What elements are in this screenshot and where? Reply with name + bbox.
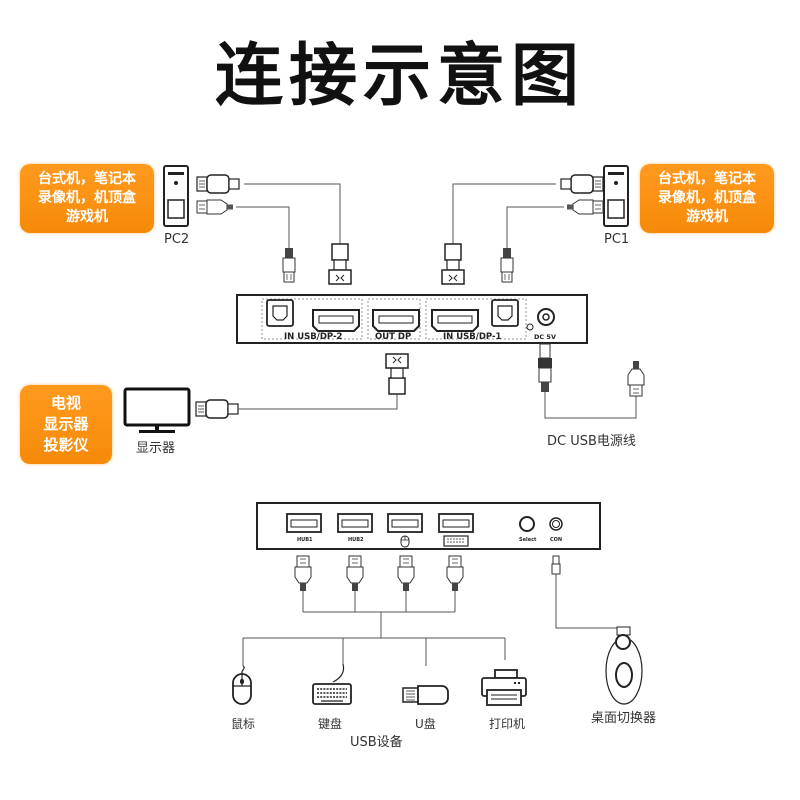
power-usb-plug-icon	[627, 360, 645, 397]
device-label-keyboard: 键盘	[318, 717, 343, 731]
pc2-usb-plug-icon	[196, 199, 234, 215]
pc2-dp-connector-icon	[328, 243, 352, 285]
pc1-dp-connector-icon	[441, 243, 465, 285]
hub2-usb-port	[337, 513, 373, 533]
pc1-usb-b-connector-icon	[500, 247, 514, 283]
port-label-dc: DC 5V	[534, 333, 556, 341]
printer-icon	[481, 669, 527, 706]
usb-bus-lines	[242, 591, 506, 666]
kvm-front-panel: IN USB/DP-2 OUT DP IN USB/DP-1 DC 5V	[236, 294, 588, 344]
usb-plug-icon	[446, 555, 464, 592]
in1-usb-b-port	[491, 299, 519, 327]
out-dp-port	[372, 309, 420, 332]
port-label-hub2: HUB2	[348, 537, 364, 543]
pc2-tower-icon	[163, 165, 189, 227]
device-label-usb-drive: U盘	[415, 717, 436, 731]
kvm-back-panel: HUB1 HUB2 Select CON	[256, 502, 601, 550]
mouse-port-icon	[400, 535, 410, 548]
device-label-mouse: 鼠标	[231, 717, 256, 731]
usb-plug-icon	[346, 555, 364, 592]
badge-right-pc-types: 台式机，笔记本 录像机，机顶盒 游戏机	[640, 164, 774, 233]
keyboard-icon	[312, 663, 352, 705]
desk-switch-label: 桌面切换器	[591, 711, 657, 726]
con-port	[549, 517, 563, 531]
badge-line: 游戏机	[66, 209, 108, 225]
dc-usb-power-cable	[538, 343, 637, 419]
power-cable-label: DC USB电源线	[547, 434, 636, 449]
in1-dp-port	[431, 309, 479, 332]
badge-line: 录像机，机顶盒	[658, 190, 756, 206]
mouse-usb-port	[387, 513, 423, 533]
pc1-dp-plug-icon	[560, 174, 604, 194]
badge-line: 投影仪	[43, 436, 89, 454]
pc1-tower-icon	[603, 165, 629, 227]
keyboard-usb-port	[438, 513, 474, 533]
desk-switch-icon	[605, 626, 643, 705]
badge-line: 显示器	[43, 415, 89, 433]
in2-usb-b-port	[266, 299, 294, 327]
badge-line: 游戏机	[686, 209, 728, 225]
usb-drive-icon	[402, 685, 449, 705]
port-label-in1: IN USB/DP-1	[443, 332, 502, 342]
desk-switch-cable	[551, 555, 618, 629]
pc2-dp-plug-icon	[196, 174, 240, 194]
in2-dp-port	[312, 309, 360, 332]
port-label-hub1: HUB1	[297, 537, 313, 543]
mouse-icon	[232, 665, 252, 705]
pc2-label: PC2	[164, 232, 190, 247]
badge-line: 录像机，机顶盒	[38, 190, 136, 206]
monitor-dp-cable	[238, 393, 398, 410]
port-label-con: CON	[550, 537, 562, 543]
pc2-dp-cable	[244, 183, 341, 244]
pc2-usb-cable	[236, 206, 290, 250]
keyboard-port-icon	[443, 535, 469, 547]
badge-display-types: 电视 显示器 投影仪	[20, 385, 112, 464]
pc1-label: PC1	[604, 232, 630, 247]
monitor-dp-plug-icon	[195, 399, 239, 419]
badge-line: 电视	[50, 394, 81, 412]
led-indicator	[526, 323, 534, 331]
hub-usb-plugs	[294, 555, 464, 592]
out-dp-connector-icon	[385, 353, 409, 395]
usb-devices-label: USB设备	[350, 735, 403, 750]
monitor-label: 显示器	[136, 441, 176, 456]
monitor-icon	[123, 387, 191, 433]
badge-line: 台式机，笔记本	[38, 171, 136, 187]
usb-plug-icon	[397, 555, 415, 592]
usb-plug-icon	[294, 555, 312, 592]
select-button[interactable]	[519, 516, 535, 532]
dc-5v-port	[537, 308, 555, 326]
pc1-dp-cable	[452, 183, 556, 244]
port-label-in2: IN USB/DP-2	[284, 332, 343, 342]
hub1-usb-port	[286, 513, 322, 533]
pc1-usb-plug-icon	[566, 199, 604, 215]
pc1-usb-cable	[506, 206, 564, 250]
port-label-select: Select	[519, 537, 537, 543]
page-title: 连接示意图	[214, 37, 585, 116]
port-label-out: OUT DP	[375, 332, 411, 342]
badge-left-pc-types: 台式机，笔记本 录像机，机顶盒 游戏机	[20, 164, 154, 233]
pc2-usb-b-connector-icon	[282, 247, 296, 283]
device-label-printer: 打印机	[489, 717, 526, 731]
badge-line: 台式机，笔记本	[658, 171, 756, 187]
